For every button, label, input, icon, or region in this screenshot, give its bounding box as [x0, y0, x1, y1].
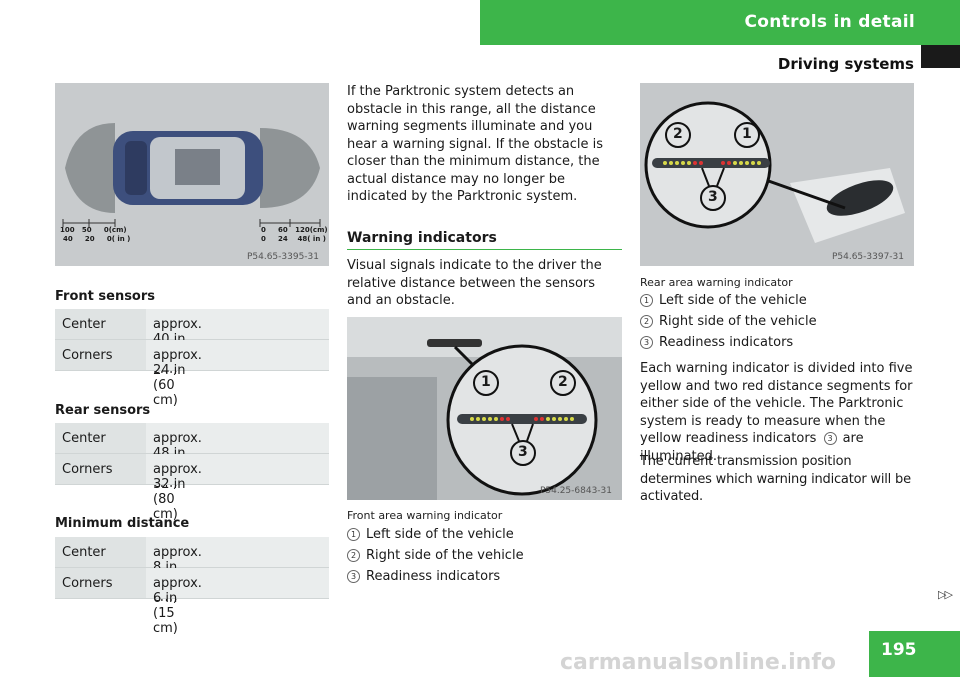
section-title: Controls in detail [744, 12, 915, 32]
section-header-bar: Controls in detail [480, 0, 960, 45]
body-paragraph: The current transmission position determ… [640, 454, 911, 504]
list-item: 3 Readiness indicators [347, 569, 500, 584]
callout-2: 2 [558, 374, 568, 390]
table-row: Center approx. 8 in (20 cm) [55, 537, 329, 605]
minimum-distance-heading: Minimum distance [55, 516, 190, 531]
item-number: 3 [640, 336, 653, 349]
table-row: Corners approx. 32 in (80 cm) [55, 454, 329, 522]
rear-roof-illustration [640, 83, 914, 266]
row-key: Center [62, 317, 106, 332]
row-key: Corners [62, 576, 113, 591]
page-number-box: 195 [869, 631, 960, 677]
figure-code: P54.65-3395-31 [246, 252, 319, 262]
body-paragraph: Each warning indicator is divided into f… [640, 360, 917, 465]
row-value: approx. 32 in (80 cm) [153, 462, 202, 522]
item-text: Readiness indicators [366, 569, 501, 584]
item-text: Left side of the vehicle [366, 527, 514, 542]
scale-right-in: 0 24 48( in ) [261, 235, 326, 243]
list-item: 3 Readiness indicators [640, 335, 793, 350]
sensor-range-figure: 100 50 0(cm) 40 20 0( in ) 0 60 120(cm) … [55, 83, 329, 266]
row-value: approx. 6 in (15 cm) [153, 576, 202, 636]
item-number-ref: 3 [823, 432, 837, 445]
table-row: Corners approx. 6 in (15 cm) [55, 568, 329, 636]
watermark: carmanualsonline.info [560, 650, 836, 675]
car-top-view-illustration [55, 83, 329, 266]
warning-indicators-heading: Warning indicators [347, 230, 497, 246]
item-text: Right side of the vehicle [659, 314, 817, 329]
row-key: Corners [62, 348, 113, 363]
item-text: Readiness indicators [659, 335, 794, 350]
front-indicator-caption: Front area warning indicator [347, 509, 503, 522]
item-text: Left side of the vehicle [659, 293, 807, 308]
front-indicator-figure: 1 2 3 P54.25-6843-31 [347, 317, 622, 500]
scale-right-cm: 0 60 120(cm) [261, 226, 328, 234]
scale-left-cm: 100 50 0(cm) [60, 226, 127, 234]
table-row: Center approx. 40 in (100 cm) [55, 309, 329, 377]
item-text: Right side of the vehicle [366, 548, 524, 563]
item-number: 2 [640, 315, 653, 328]
heading-rule [347, 249, 622, 250]
figure-code: P54.25-6843-31 [539, 486, 612, 496]
list-item: 1 Left side of the vehicle [640, 293, 807, 308]
callout-1: 1 [742, 126, 752, 142]
scale-left-in: 40 20 0( in ) [63, 235, 131, 243]
row-key: Center [62, 431, 106, 446]
body-paragraph: Visual signals indicate to the driver th… [347, 258, 602, 308]
page-number: 195 [881, 640, 917, 660]
row-value: approx. 24 in (60 cm) [153, 348, 202, 408]
body-paragraph: If the Parktronic system detects an obst… [347, 84, 604, 204]
item-number: 1 [347, 528, 360, 541]
paragraph-text-end: are illuminated. [640, 431, 864, 464]
front-sensors-heading: Front sensors [55, 289, 156, 304]
table-row: Center approx. 48 in (120 cm) [55, 423, 329, 491]
row-key: Corners [62, 462, 113, 477]
thumb-tab [921, 45, 960, 68]
item-number: 1 [640, 294, 653, 307]
table-row: Corners approx. 24 in (60 cm) [55, 340, 329, 408]
list-item: 2 Right side of the vehicle [347, 548, 524, 563]
list-item: 1 Left side of the vehicle [347, 527, 514, 542]
dashboard-illustration [347, 317, 622, 500]
continue-arrows-icon: ▷▷ [938, 588, 953, 601]
item-number: 3 [347, 570, 360, 583]
rear-indicator-caption: Rear area warning indicator [640, 276, 793, 289]
rear-sensors-heading: Rear sensors [55, 403, 151, 418]
row-key: Center [62, 545, 106, 560]
item-number: 2 [347, 549, 360, 562]
subsection-title: Driving systems [777, 55, 914, 73]
callout-1: 1 [481, 374, 491, 390]
list-item: 2 Right side of the vehicle [640, 314, 817, 329]
figure-code: P54.65-3397-31 [831, 252, 904, 262]
paragraph-text: Each warning indicator is divided into f… [640, 361, 913, 446]
rear-indicator-figure: 2 1 3 P54.65-3397-31 [640, 83, 914, 266]
callout-2: 2 [673, 126, 683, 142]
callout-3: 3 [708, 189, 718, 205]
callout-3: 3 [518, 444, 528, 460]
